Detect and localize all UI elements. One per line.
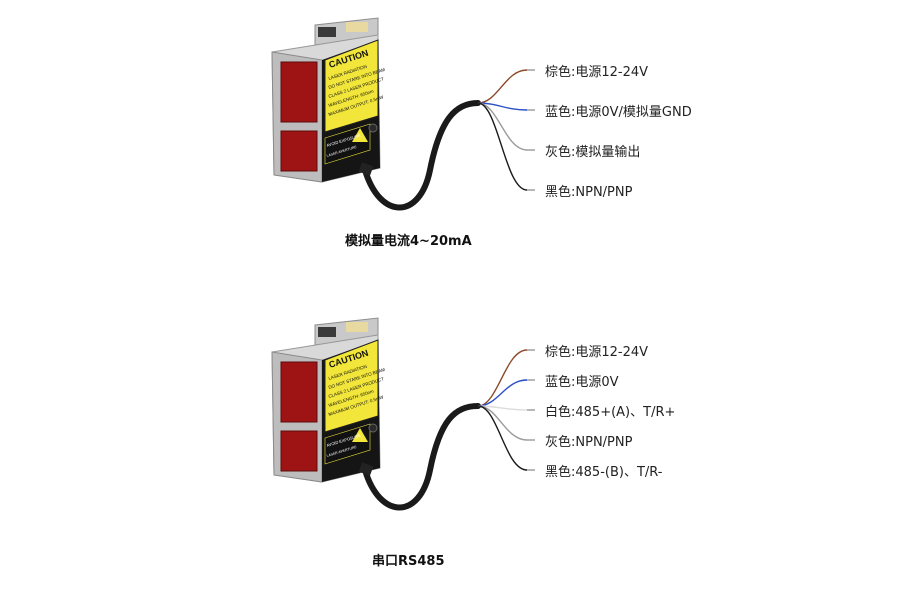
wire-line: [477, 379, 528, 407]
wire-label: 棕色:电源12-24V: [545, 65, 649, 80]
wire-line: [477, 405, 528, 471]
cable-gland: [358, 162, 374, 176]
indicator-led: [346, 22, 368, 32]
wire-line: [477, 69, 528, 104]
warning-triangle-icon: [352, 428, 368, 442]
warning-triangle-icon: [352, 128, 368, 142]
wire-label: 灰色:NPN/PNP: [545, 435, 633, 450]
wire-label: 白色:485+(A)、T/R+: [545, 405, 676, 420]
indicator-window: [318, 27, 336, 37]
sensor-cable: [362, 403, 481, 511]
screw-icon: [368, 423, 378, 433]
indicator-window: [318, 327, 336, 337]
caution-label: [324, 339, 379, 433]
receiver-lens: [280, 430, 318, 472]
screw-icon: [368, 123, 378, 133]
sensor-cable: [362, 100, 481, 211]
wire-line: [477, 102, 528, 191]
wire-line: [477, 349, 528, 407]
wire-label: 蓝色:电源0V/模拟量GND: [545, 105, 692, 120]
sensor-caption: 模拟量电流4~20mA: [345, 234, 472, 249]
receiver-lens: [280, 130, 318, 172]
wire-label: 黑色:NPN/PNP: [545, 185, 633, 200]
wire-label: 蓝色:电源0V: [545, 375, 619, 390]
wire-line: [477, 102, 528, 151]
emitter-lens: [280, 361, 318, 423]
wire-label: 棕色:电源12-24V: [545, 345, 649, 360]
wire-label: 灰色:模拟量输出: [545, 145, 641, 160]
caution-label: [324, 39, 379, 133]
sensor-caption: 串口RS485: [372, 554, 445, 569]
cable-gland: [358, 462, 374, 476]
indicator-led: [346, 322, 368, 332]
wire-label: 黑色:485-(B)、T/R-: [545, 465, 663, 480]
wire-line: [477, 405, 528, 441]
emitter-lens: [280, 61, 318, 123]
